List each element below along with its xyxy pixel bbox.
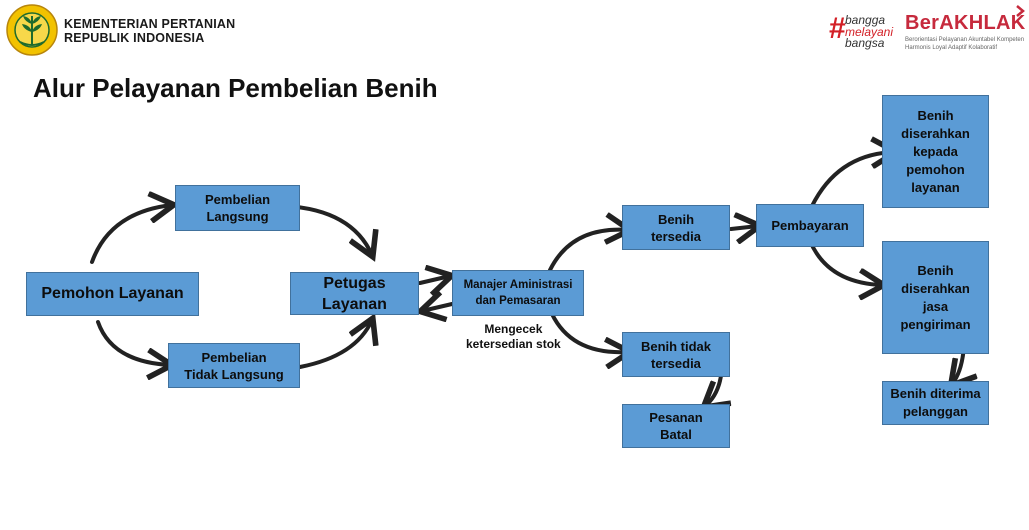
node-tersedia-label: Benih tersedia <box>651 211 701 244</box>
node-benih-tidak-tersedia: Benih tidak tersedia <box>622 332 730 377</box>
node-diserahkan-jasa-label: Benih diserahkan jasa pengiriman <box>900 262 971 332</box>
ministry-logo-icon <box>6 4 58 56</box>
node-pembelian-langsung: Pembelian Langsung <box>175 185 300 231</box>
node-benih-diserahkan-pemohon: Benih diserahkan kepada pemohon layanan <box>882 95 989 208</box>
bangga-line-2: melayani <box>845 24 894 39</box>
bangga-melayani-bangsa-logo: bangga melayani bangsa <box>845 13 894 50</box>
node-diterima-label: Benih diterima pelanggan <box>890 386 981 419</box>
berakhlak-logo: BerAKHLAK <box>905 12 1026 34</box>
page-title: Alur Pelayanan Pembelian Benih <box>33 73 438 103</box>
node-petugas-layanan: Petugas Layanan <box>290 272 419 315</box>
arrow-petugas-to-manajer <box>418 276 450 283</box>
arrow-tidak-langsung-to-petugas <box>298 320 372 369</box>
node-manajer-label: Manajer Aministrasi dan Pemasaran <box>463 279 573 307</box>
node-benih-diserahkan-jasa: Benih diserahkan jasa pengiriman <box>882 241 989 354</box>
bangga-line-3: bangsa <box>845 36 885 50</box>
node-langsung-label: Pembelian Langsung <box>204 192 271 224</box>
node-pemohon-layanan: Pemohon Layanan <box>26 272 199 316</box>
node-benih-tersedia: Benih tersedia <box>622 205 730 250</box>
node-batal-label: Pesanan Batal <box>649 410 703 442</box>
node-pemohon-label: Pemohon Layanan <box>41 285 184 302</box>
node-manajer: Manajer Aministrasi dan Pemasaran <box>452 270 584 316</box>
node-petugas-label: Petugas Layanan <box>322 274 387 313</box>
bangga-hash-icon: # <box>829 12 846 45</box>
node-pembelian-tidak-langsung: Pembelian Tidak Langsung <box>168 343 300 388</box>
ministry-line-2: REPUBLIK INDONESIA <box>64 31 205 45</box>
node-diserahkan-pemohon-label: Benih diserahkan kepada pemohon layanan <box>901 107 970 195</box>
arrow-tersedia-to-pembayaran <box>729 226 758 229</box>
bangga-line-1: bangga <box>845 13 886 27</box>
ministry-name: KEMENTERIAN PERTANIAN REPUBLIK INDONESIA <box>64 17 235 45</box>
arrow-pemohon-to-tidak-langsung <box>96 320 170 365</box>
note-cek-stok: Mengecek ketersedian stok <box>466 322 561 351</box>
node-tidak-langsung-label: Pembelian Tidak Langsung <box>184 349 284 382</box>
node-pembayaran-label: Pembayaran <box>771 218 849 233</box>
arrow-manajer-to-petugas <box>422 304 454 311</box>
arrow-manajer-to-tidak-tersedia <box>550 312 628 352</box>
arrow-pembayaran-to-diserahkan-jasa <box>808 239 882 285</box>
arrow-manajer-to-tersedia <box>548 230 628 272</box>
node-pesanan-batal: Pesanan Batal <box>622 404 730 448</box>
berakhlak-chevron-icon <box>1016 5 1025 17</box>
berakhlak-tagline: Berorientasi Pelayanan Akuntabel Kompete… <box>905 37 1025 51</box>
ministry-line-1: KEMENTERIAN PERTANIAN <box>64 17 236 31</box>
node-pembayaran: Pembayaran <box>756 204 864 247</box>
node-tidak-tersedia-label: Benih tidak tersedia <box>640 338 712 371</box>
arrow-pemohon-to-langsung <box>90 205 172 264</box>
node-benih-diterima: Benih diterima pelanggan <box>882 381 989 425</box>
